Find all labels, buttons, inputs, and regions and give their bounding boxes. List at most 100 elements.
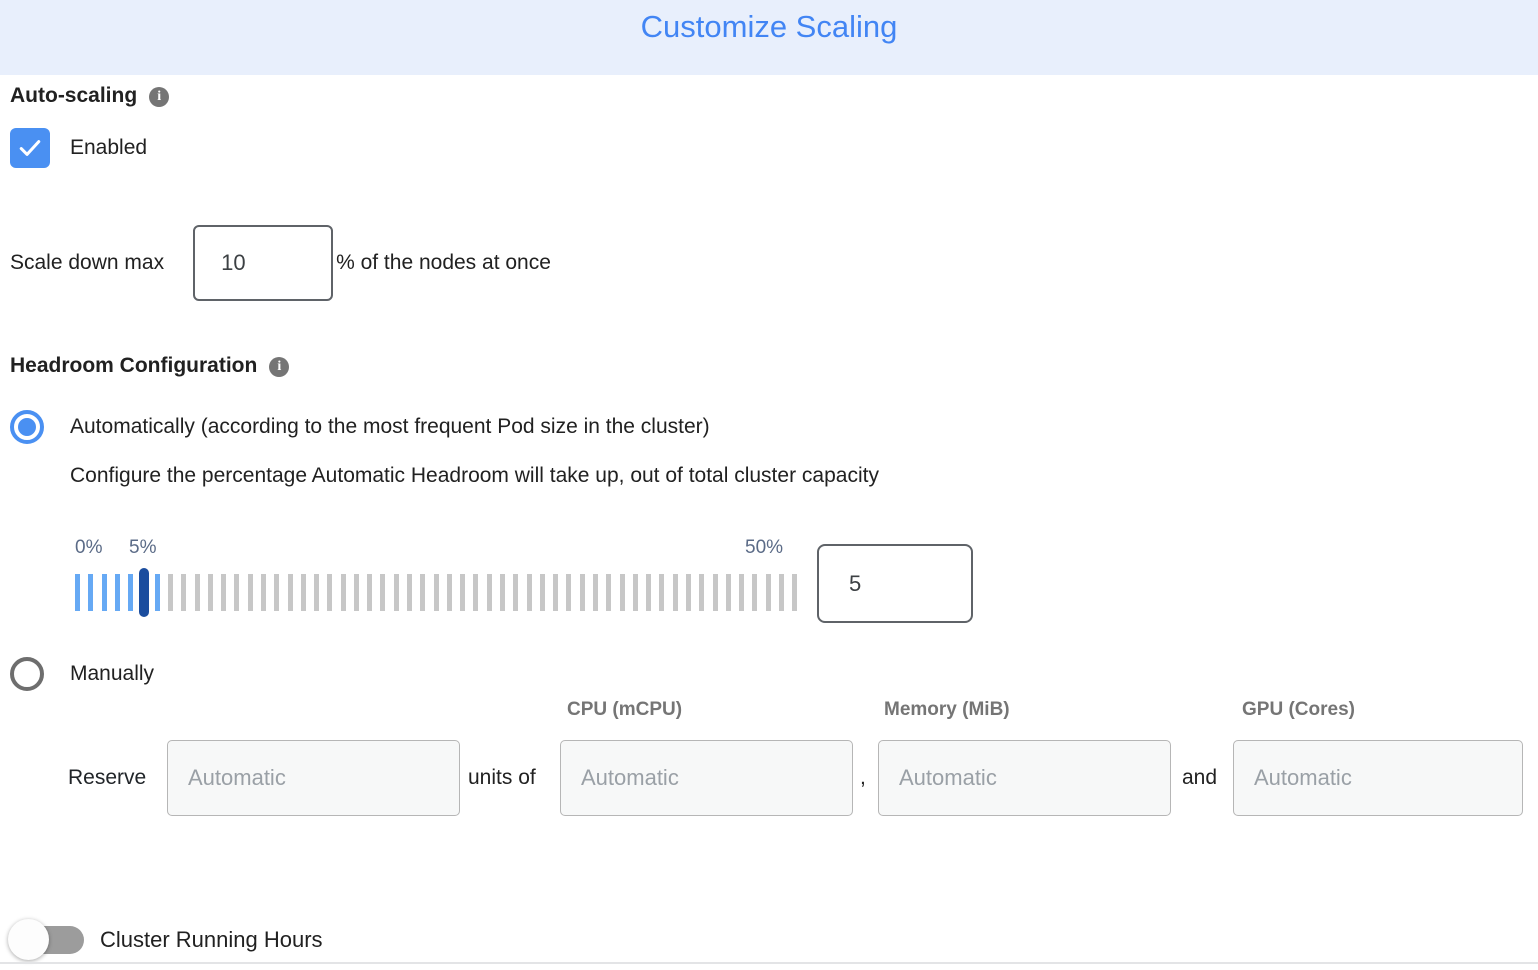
cluster-running-hours-row: Cluster Running Hours xyxy=(8,918,323,962)
slider-tick xyxy=(513,574,519,611)
panel-header: Customize Scaling xyxy=(0,0,1538,75)
headroom-label: Headroom Configuration xyxy=(10,354,258,377)
slider-tick xyxy=(699,574,705,611)
headroom-slider-ticks xyxy=(75,574,798,611)
reserve-label: Reserve xyxy=(68,766,147,789)
headroom-section-label: Headroom Configuration i xyxy=(10,354,290,378)
cpu-column-header: CPU (mCPU) xyxy=(567,699,683,720)
scale-down-max-input[interactable] xyxy=(193,225,334,301)
slider-min-label: 0% xyxy=(75,537,103,558)
slider-tick xyxy=(632,574,638,611)
slider-tick xyxy=(101,574,107,611)
slider-tick xyxy=(446,574,452,611)
headroom-manually-row: Manually xyxy=(10,657,154,691)
auto-scaling-section-label: Auto-scaling i xyxy=(10,84,170,108)
slider-tick xyxy=(619,574,625,611)
slider-tick xyxy=(207,574,213,611)
slider-tick xyxy=(260,574,266,611)
slider-tick xyxy=(765,574,771,611)
bottom-divider xyxy=(0,962,1538,964)
reserve-gpu-input[interactable] xyxy=(1233,740,1523,816)
headroom-automatic-row: Automatically (according to the most fre… xyxy=(10,410,710,444)
slider-tick xyxy=(685,574,691,611)
slider-tick xyxy=(606,574,612,611)
slider-tick xyxy=(739,574,745,611)
reserve-units-input[interactable] xyxy=(167,740,460,816)
and-separator: and xyxy=(1182,766,1218,789)
slider-tick xyxy=(778,574,784,611)
headroom-slider-handle[interactable] xyxy=(138,568,149,617)
slider-tick xyxy=(274,574,280,611)
slider-tick xyxy=(221,574,227,611)
info-icon[interactable]: i xyxy=(269,357,290,377)
automatic-radio[interactable] xyxy=(10,410,44,444)
memory-column-header: Memory (MiB) xyxy=(884,699,1010,720)
slider-tick xyxy=(526,574,532,611)
reserve-memory-input[interactable] xyxy=(878,740,1171,816)
slider-tick xyxy=(659,574,665,611)
slider-tick xyxy=(539,574,545,611)
auto-scaling-enabled-row: Enabled xyxy=(10,128,147,168)
slider-tick xyxy=(566,574,572,611)
info-icon[interactable]: i xyxy=(149,87,170,107)
slider-tick xyxy=(712,574,718,611)
scale-down-prefix: Scale down max xyxy=(10,251,165,274)
slider-tick xyxy=(88,574,94,611)
cluster-running-hours-label: Cluster Running Hours xyxy=(100,927,323,952)
scale-down-suffix: % of the nodes at once xyxy=(336,251,551,274)
slider-tick xyxy=(380,574,386,611)
manually-radio[interactable] xyxy=(10,657,44,691)
checkmark-icon xyxy=(19,140,41,156)
gpu-column-header: GPU (Cores) xyxy=(1242,699,1355,720)
automatic-description: Configure the percentage Automatic Headr… xyxy=(70,464,879,487)
slider-tick xyxy=(234,574,240,611)
slider-tick xyxy=(407,574,413,611)
reserve-cpu-input[interactable] xyxy=(560,740,853,816)
slider-tick xyxy=(340,574,346,611)
slider-tick xyxy=(792,574,798,611)
headroom-slider[interactable] xyxy=(75,568,798,617)
slider-tick xyxy=(314,574,320,611)
slider-tick xyxy=(553,574,559,611)
slider-tick xyxy=(486,574,492,611)
slider-tick xyxy=(128,574,134,611)
headroom-percentage-input[interactable] xyxy=(817,544,973,623)
slider-tick xyxy=(725,574,731,611)
slider-tick xyxy=(353,574,359,611)
slider-tick xyxy=(247,574,253,611)
slider-tick xyxy=(300,574,306,611)
slider-max-label: 50% xyxy=(745,537,784,558)
slider-tick xyxy=(75,574,80,611)
slider-tick xyxy=(672,574,678,611)
slider-tick xyxy=(114,574,120,611)
slider-tick xyxy=(367,574,373,611)
slider-tick xyxy=(433,574,439,611)
slider-tick xyxy=(592,574,598,611)
slider-tick xyxy=(473,574,479,611)
slider-current-label: 5% xyxy=(129,537,157,558)
manually-label: Manually xyxy=(70,662,155,685)
auto-scaling-label: Auto-scaling xyxy=(10,84,138,107)
slider-tick xyxy=(154,574,160,611)
page-title: Customize Scaling xyxy=(640,9,898,44)
slider-tick xyxy=(752,574,758,611)
slider-tick xyxy=(579,574,585,611)
slider-tick xyxy=(460,574,466,611)
enabled-label: Enabled xyxy=(70,136,148,159)
slider-tick xyxy=(500,574,505,611)
slider-tick xyxy=(167,574,173,611)
slider-tick xyxy=(327,574,333,611)
auto-scaling-enabled-checkbox[interactable] xyxy=(10,128,50,168)
toggle-knob[interactable] xyxy=(8,919,49,960)
units-of-label: units of xyxy=(468,766,536,789)
slider-tick xyxy=(646,574,652,611)
slider-tick xyxy=(420,574,426,611)
slider-tick xyxy=(181,574,187,611)
slider-tick xyxy=(287,574,293,611)
cluster-running-hours-toggle[interactable] xyxy=(8,918,84,962)
slider-tick xyxy=(393,574,399,611)
slider-tick xyxy=(194,574,200,611)
automatic-label: Automatically (according to the most fre… xyxy=(70,415,710,438)
scale-down-row: Scale down max % of the nodes at once xyxy=(10,225,551,301)
